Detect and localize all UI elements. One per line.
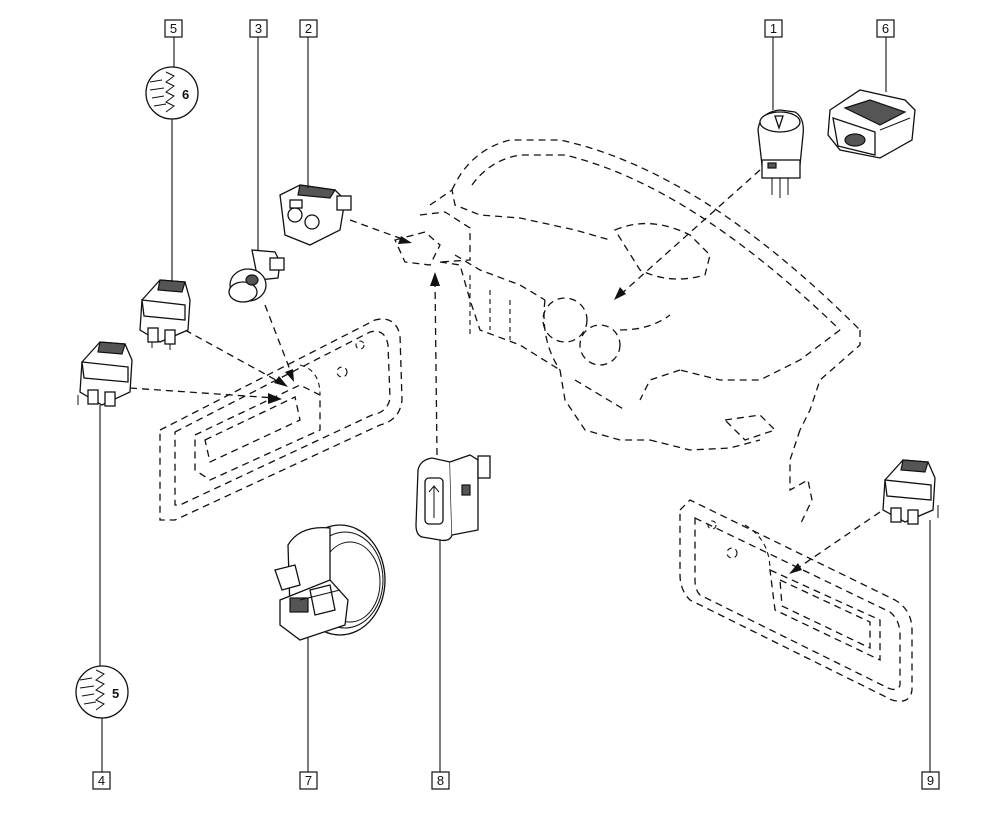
callout-label: 5 <box>170 21 177 36</box>
callout-label: 1 <box>770 21 777 36</box>
window-switch-upper-left <box>139 279 191 350</box>
magnifier-label-lower: 5 <box>112 686 119 701</box>
callout-label: 3 <box>255 21 262 36</box>
callout-label: 2 <box>305 21 312 36</box>
callout-7: 7 <box>299 771 318 790</box>
left-door-panel <box>159 318 403 521</box>
callout-label: 8 <box>437 773 444 788</box>
callout-1: 1 <box>764 19 783 38</box>
magnifier-detail-lower: 5 <box>75 665 129 719</box>
callout-label: 9 <box>927 773 934 788</box>
callout-2: 2 <box>299 19 318 38</box>
callout-6: 6 <box>876 19 895 38</box>
rocker-switch-module <box>827 89 916 159</box>
dashboard-outline <box>394 139 861 526</box>
slide-switch-unit <box>415 454 491 542</box>
callout-label: 4 <box>98 773 105 788</box>
arrow-head <box>789 563 802 574</box>
arrow-head <box>274 376 288 387</box>
rotary-control-assembly <box>274 524 386 641</box>
callout-8: 8 <box>431 771 450 790</box>
callout-label: 6 <box>882 21 889 36</box>
multi-switch-panel <box>279 184 352 246</box>
magnifier-detail-upper: 6 <box>145 66 199 120</box>
arrow-head <box>285 369 294 382</box>
assembly-arrows <box>129 169 881 574</box>
callout-5: 5 <box>164 19 183 38</box>
callout-9: 9 <box>921 771 940 790</box>
arrow-head <box>614 287 626 300</box>
arrow-head <box>430 272 440 286</box>
magnifier-label-upper: 6 <box>182 87 189 102</box>
round-push-button <box>228 249 285 303</box>
callout-3: 3 <box>249 19 268 38</box>
leader-lines <box>99 37 931 772</box>
window-switch-right <box>882 459 939 525</box>
hazard-warning-switch <box>757 109 804 198</box>
arrow-head <box>268 393 282 404</box>
callout-4: 4 <box>92 771 111 790</box>
arrow-head <box>398 236 412 244</box>
window-switch-left <box>77 341 133 407</box>
right-door-panel <box>679 499 913 702</box>
callout-label: 7 <box>305 773 312 788</box>
